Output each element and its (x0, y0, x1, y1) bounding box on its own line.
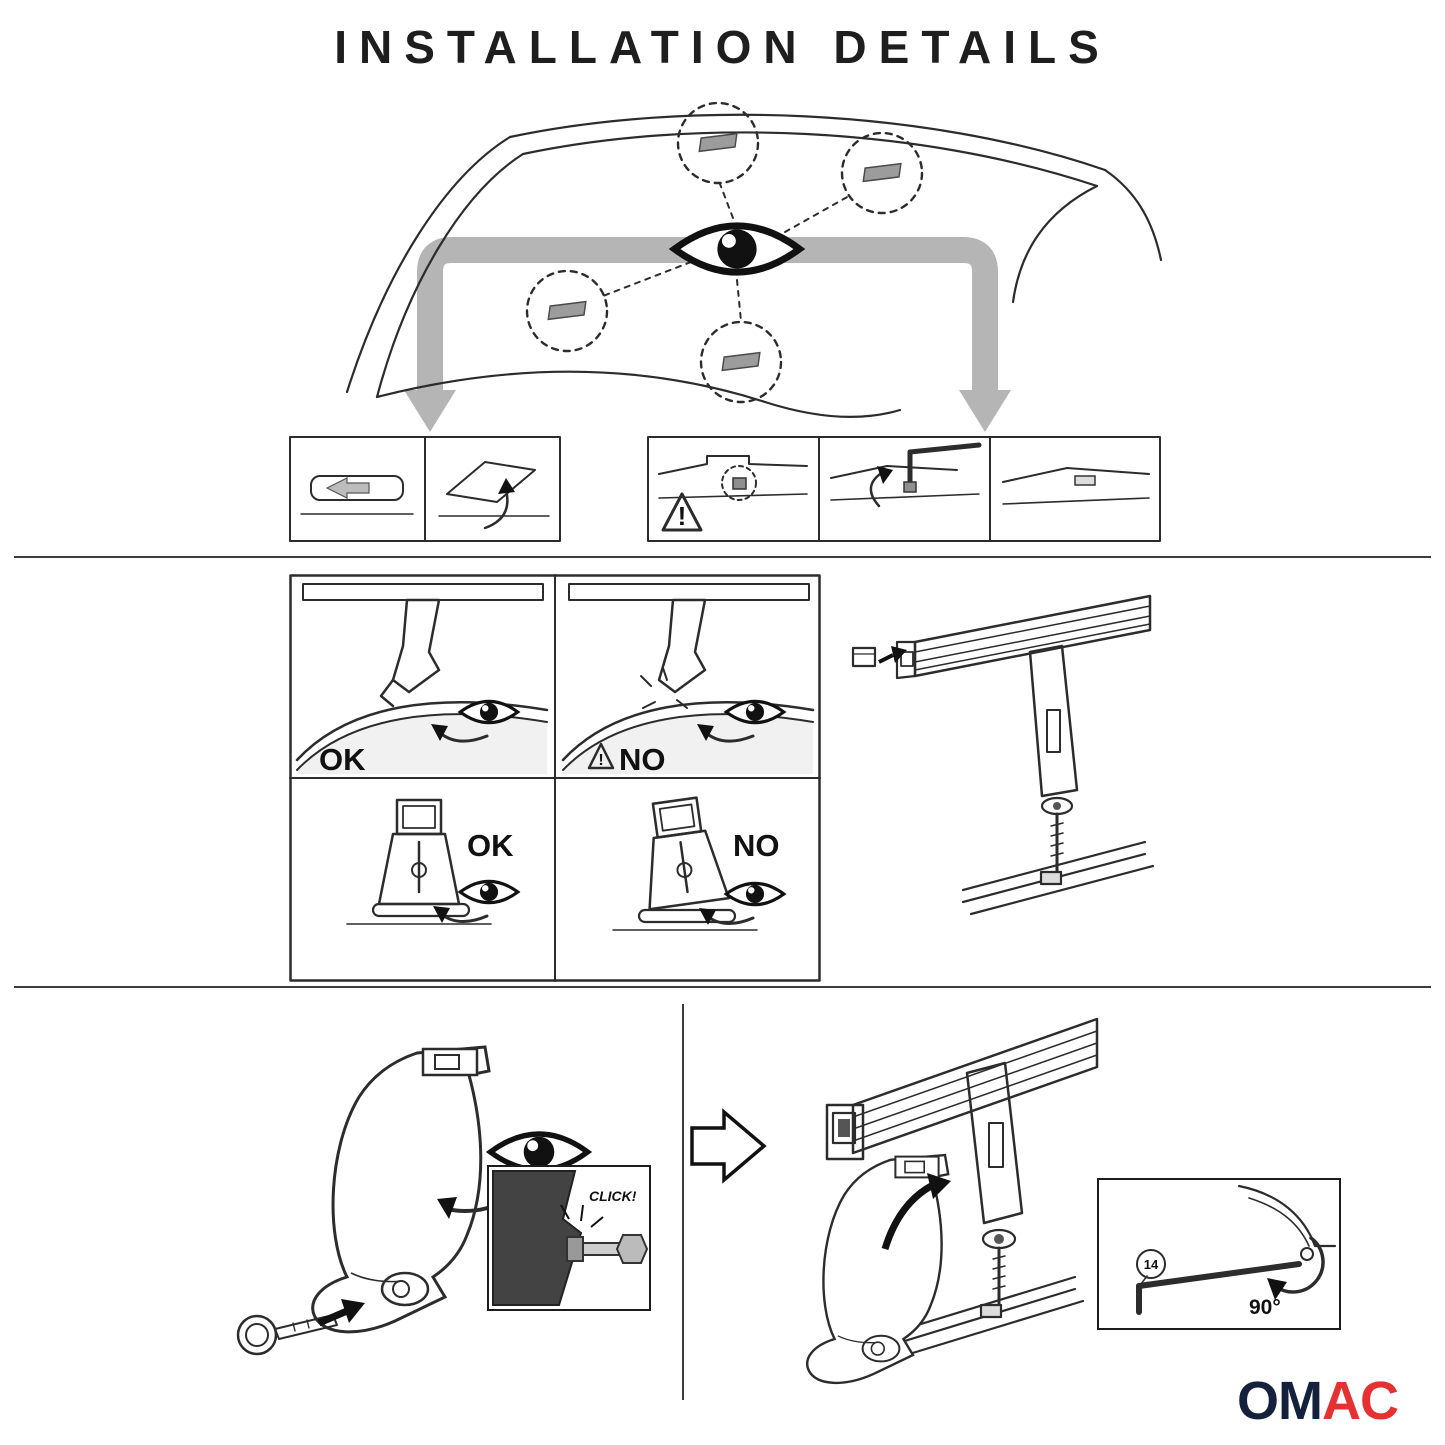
crossbar-endcap-diagram (851, 594, 1155, 916)
rail-slot-step (1002, 467, 1150, 505)
curved-arrow-icon (483, 488, 509, 530)
insert-nut (851, 646, 907, 668)
car-outline (345, 113, 1163, 419)
foot-lock-diagram (236, 1045, 685, 1356)
lock-bolt (615, 1234, 649, 1264)
warning-icon: ! (587, 742, 615, 770)
svg-text:!: ! (678, 501, 687, 531)
fixpoint-connectors (602, 183, 850, 322)
down-arrow-icon (959, 390, 1011, 432)
hex-key-step (830, 442, 982, 508)
tool-panel: ! (647, 436, 1161, 542)
fixpoint-circle (676, 101, 760, 185)
foot-fragment (1237, 1184, 1337, 1248)
size-badge (1136, 1249, 1166, 1279)
column-divider (682, 1004, 684, 1400)
svg-text:14: 14 (1144, 1257, 1159, 1272)
svg-text:NO: NO (619, 742, 666, 777)
fixpoint-circle (525, 269, 609, 353)
svg-text:OK: OK (467, 828, 514, 863)
eye-icon (675, 226, 800, 272)
ok-no-panel: OK ! NO (289, 574, 821, 982)
fixpoint-circles (525, 101, 924, 404)
allen-key-detail-box: 14 90° (1097, 1178, 1341, 1330)
curved-arrow-icon (869, 470, 885, 508)
thread-ticks (1050, 822, 1064, 857)
allen-key-icon (1136, 1261, 1302, 1315)
eye-icon (724, 881, 786, 907)
cover-slot-step (300, 475, 414, 515)
svg-text:NO: NO (733, 828, 780, 863)
fixpoint-circle (840, 131, 924, 215)
right-arrow-icon (690, 1108, 767, 1184)
step-arrow (690, 1108, 767, 1184)
svg-text:OK: OK (319, 742, 366, 777)
clamp-ok-cell: OK (295, 583, 549, 777)
base-rail (961, 840, 1155, 916)
arrow-icon (891, 646, 907, 663)
foot-no-cell: NO (612, 796, 786, 931)
warning-icon: ! (661, 492, 703, 532)
fixpoint-circle (699, 320, 783, 404)
down-arrow-icon (404, 390, 456, 432)
page-title: INSTALLATION DETAILS (334, 21, 1111, 73)
svg-text:CLICK!: CLICK! (589, 1188, 637, 1204)
assembled-foot-diagram (806, 1017, 1099, 1385)
logo-part-ac: AC (1322, 1371, 1399, 1431)
section-divider (14, 986, 1431, 988)
car-roof-diagram (345, 101, 1163, 432)
cover-open-step (438, 461, 550, 530)
lock-key (236, 1314, 338, 1356)
brand-logo: OMAC (1237, 1371, 1399, 1431)
rack-foot (311, 1045, 491, 1334)
thread-ticks (992, 1255, 1006, 1290)
clamp-no-cell: ! NO (561, 583, 815, 777)
nut-warning-step: ! (658, 455, 808, 532)
bracket-silhouette (492, 1170, 583, 1306)
flash-icon (640, 667, 688, 709)
curved-arrow-icon (881, 1181, 935, 1251)
eye-icon (458, 879, 520, 905)
endcap-window (825, 1103, 865, 1161)
foot-ok-cell: OK (346, 798, 520, 925)
logo-part-om: OM (1237, 1371, 1323, 1431)
svg-text:90°: 90° (1249, 1296, 1281, 1319)
cover-open-panel (289, 436, 561, 542)
svg-text:!: ! (598, 752, 603, 769)
section-divider (14, 556, 1431, 558)
rotate-arrow-icon (1273, 1236, 1325, 1294)
spark-icon (560, 1204, 604, 1228)
click-detail-box: CLICK! (487, 1165, 651, 1311)
arrow-icon (317, 1307, 349, 1327)
